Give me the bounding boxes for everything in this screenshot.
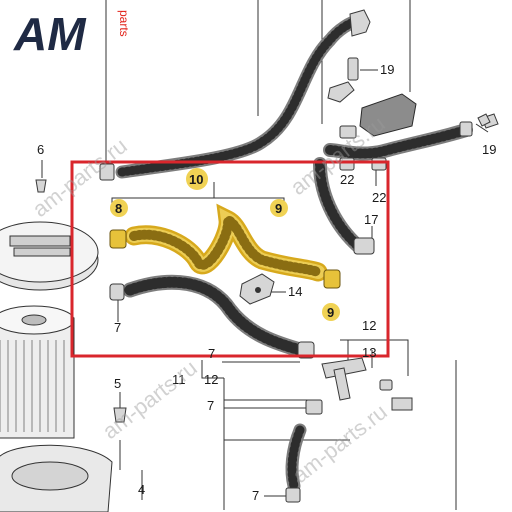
bottom-hose — [285, 399, 323, 503]
watermark-2: am-parts.ru — [98, 355, 202, 444]
callout-13: 13 — [362, 345, 376, 360]
highlighted-hose-10 — [109, 203, 341, 289]
callout-12b: 12 — [204, 372, 218, 387]
callout-19a: 19 — [380, 62, 394, 77]
callout-22b: 22 — [372, 190, 386, 205]
tee-connector-13 — [321, 357, 413, 411]
callout-6: 6 — [37, 142, 44, 157]
callout-14: 14 — [288, 284, 302, 299]
callout-8: 8 — [115, 201, 122, 216]
callout-17: 17 — [364, 212, 378, 227]
callout-7b: 7 — [208, 346, 215, 361]
callout-19b: 19 — [482, 142, 496, 157]
highlight-frame — [70, 160, 390, 358]
callout-11: 11 — [172, 372, 186, 387]
callout-9b: 9 — [327, 305, 334, 320]
callout-12a: 12 — [362, 318, 376, 333]
callout-22a: 22 — [340, 172, 354, 187]
callout-7a: 7 — [114, 320, 121, 335]
callout-5: 5 — [114, 376, 121, 391]
callout-4: 4 — [138, 482, 145, 497]
logo-am-text: AM — [13, 8, 87, 60]
logo: AM parts — [13, 8, 131, 60]
callout-7d: 7 — [252, 488, 259, 503]
callout-10: 10 — [189, 172, 203, 187]
highlight-badges — [110, 168, 340, 321]
bracket-14 — [239, 273, 275, 305]
small-parts — [35, 113, 491, 423]
watermark-3: am-parts.ru — [288, 399, 392, 488]
valve-assembly — [327, 57, 417, 139]
callout-7c: 7 — [207, 398, 214, 413]
lower-hose — [109, 274, 315, 359]
callout-9a: 9 — [275, 201, 282, 216]
logo-parts-text: parts — [117, 10, 131, 37]
filter-assembly — [0, 221, 113, 512]
callout-labels: 19 19 6 22 22 10 8 9 9 17 14 7 7 7 7 12 … — [37, 62, 496, 503]
